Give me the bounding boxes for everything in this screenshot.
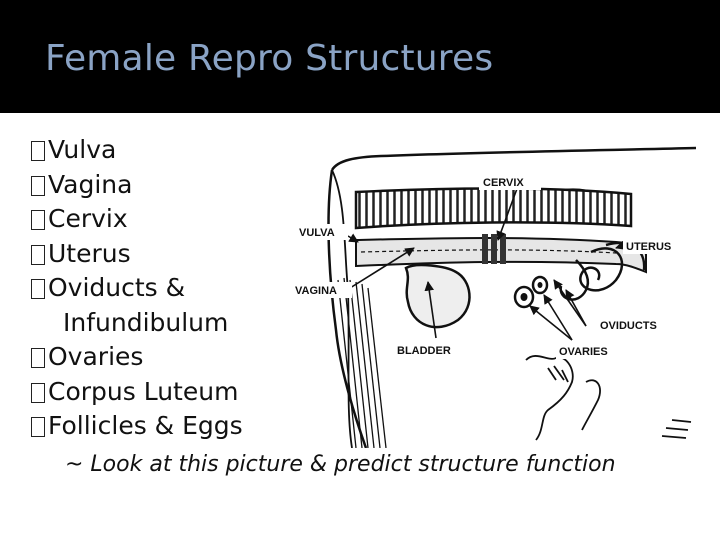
lower-anatomy: [525, 355, 692, 441]
bullet-icon: [31, 244, 45, 265]
slide-title: Female Repro Structures: [45, 38, 494, 79]
diagram-labels: CERVIX VULVA VAGINA UTERUS OVIDUCTS BLAD…: [292, 174, 689, 359]
bullet-icon: [31, 382, 45, 403]
rectum: [354, 187, 633, 230]
label-arrows: [347, 185, 626, 341]
bullet-icon: [31, 279, 45, 299]
bullet-text: Corpus Luteum: [48, 376, 239, 406]
label-uterus: UTERUS: [626, 241, 671, 253]
bullet-item: Follicles & Eggs: [31, 409, 243, 444]
bullet-icon: [31, 141, 45, 161]
bullet-text: Follicles & Eggs: [48, 411, 243, 440]
bullet-icon: [31, 417, 45, 437]
reproductive-tract-diagram: CERVIX VULVA VAGINA UTERUS OVIDUCTS BLAD…: [292, 146, 696, 448]
ovaries: [513, 275, 549, 309]
caption: ~ Look at this picture & predict structu…: [65, 452, 616, 477]
bullet-text: Uterus: [48, 238, 131, 268]
label-vagina: VAGINA: [295, 285, 337, 297]
bullet-text: Vulva: [48, 135, 117, 164]
title-bar: Female Repro Structures: [0, 0, 720, 113]
label-cervix: CERVIX: [483, 177, 524, 189]
bullet-item: Vulva: [31, 133, 243, 168]
bullet-continuation: Infundibulum: [63, 307, 229, 337]
label-ovaries: OVARIES: [559, 346, 608, 358]
bullet-icon: [31, 348, 45, 368]
label-bladder: BLADDER: [397, 345, 451, 357]
bullet-item: Uterus: [31, 237, 243, 272]
bullet-list: Vulva Vagina Cervix Uterus Oviducts & In…: [31, 133, 243, 444]
bullet-item: Vagina: [31, 168, 243, 203]
bullet-text: Cervix: [48, 204, 128, 233]
bullet-icon: [31, 210, 45, 230]
label-vulva: VULVA: [299, 227, 335, 239]
bullet-item: Oviducts &: [31, 271, 243, 306]
bullet-item: Ovaries: [31, 340, 243, 375]
bullet-item: Corpus Luteum: [31, 375, 243, 410]
bladder: [404, 263, 471, 329]
reproductive-tract: [355, 234, 647, 274]
muscle-tissue: [337, 277, 387, 448]
bullet-text: Oviducts &: [48, 273, 186, 302]
label-oviducts: OVIDUCTS: [600, 320, 657, 332]
bullet-item: Cervix: [31, 202, 243, 237]
bullet-text: Vagina: [48, 169, 133, 199]
bullet-icon: [31, 175, 45, 196]
bullet-text: Ovaries: [48, 342, 144, 371]
